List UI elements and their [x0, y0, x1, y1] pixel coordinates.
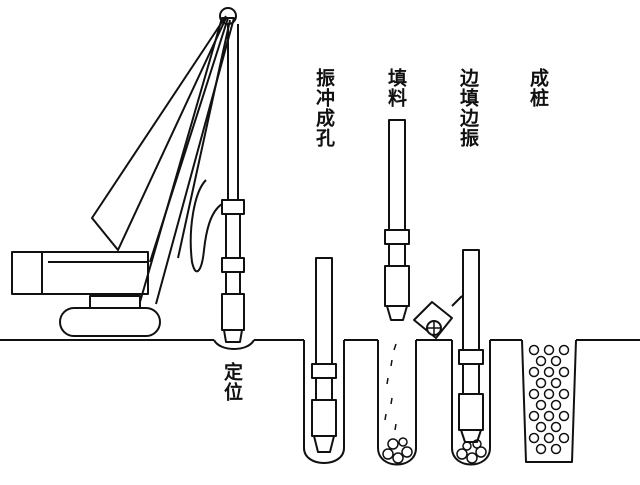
boom-cable: [150, 18, 228, 262]
fill-stone-bottom-4: [457, 440, 486, 463]
pile-stone: [552, 401, 561, 410]
boom-cable-2: [178, 20, 230, 258]
pile-stone: [537, 357, 546, 366]
crawler-crane: [12, 8, 236, 336]
label-positioning: 定位: [221, 362, 243, 402]
label-vibro-hole: 振冲成孔: [313, 68, 335, 148]
pile-stone: [530, 434, 539, 443]
pile-stone: [545, 390, 554, 399]
pile-stone: [560, 434, 569, 443]
pile-stone: [537, 445, 546, 454]
pile-stone: [552, 357, 561, 366]
label-edge-fill-vibrate: 边填边振: [457, 68, 479, 148]
pile-stone: [545, 368, 554, 377]
vibroflot-stage-2: [312, 258, 336, 452]
pile-stone: [537, 379, 546, 388]
crane-body: [42, 252, 148, 294]
undercarriage: [90, 296, 140, 308]
borehole-stage-3: [378, 340, 416, 465]
pile-stone: [552, 379, 561, 388]
pile-stone: [552, 445, 561, 454]
pile-stone: [552, 423, 561, 432]
boom-stay-cable: [92, 16, 226, 250]
pile-stone: [530, 412, 539, 421]
pile-stone: [545, 412, 554, 421]
counterweight: [12, 252, 42, 294]
pile-stone: [530, 368, 539, 377]
vibroflot-positioning: [214, 24, 254, 349]
pulley-icon: [220, 8, 236, 24]
pile-stone: [560, 390, 569, 399]
pile-stone: [560, 346, 569, 355]
pile-stone: [537, 423, 546, 432]
feed-hopper: [414, 296, 462, 338]
hose: [191, 180, 222, 271]
pile-stone: [530, 346, 539, 355]
borehole-stage-4: [452, 340, 490, 465]
label-fill: 填料: [385, 68, 407, 108]
pile-stone: [560, 368, 569, 377]
stone-column-pile: [522, 340, 576, 462]
vibroflot-stage-4: [459, 250, 483, 442]
label-pile-formed: 成桩: [527, 68, 549, 108]
crane-boom: [140, 18, 234, 304]
pile-stone: [560, 412, 569, 421]
crawler-track: [60, 308, 160, 336]
pile-stone: [530, 390, 539, 399]
falling-fill-stone: [385, 344, 396, 430]
pile-stone: [537, 401, 546, 410]
pile-stone: [545, 434, 554, 443]
fill-stone-bottom-3: [383, 438, 412, 463]
pile-stone: [545, 346, 554, 355]
vibroflot-stage-3: [385, 120, 409, 320]
borehole-stage-2: [304, 340, 344, 463]
